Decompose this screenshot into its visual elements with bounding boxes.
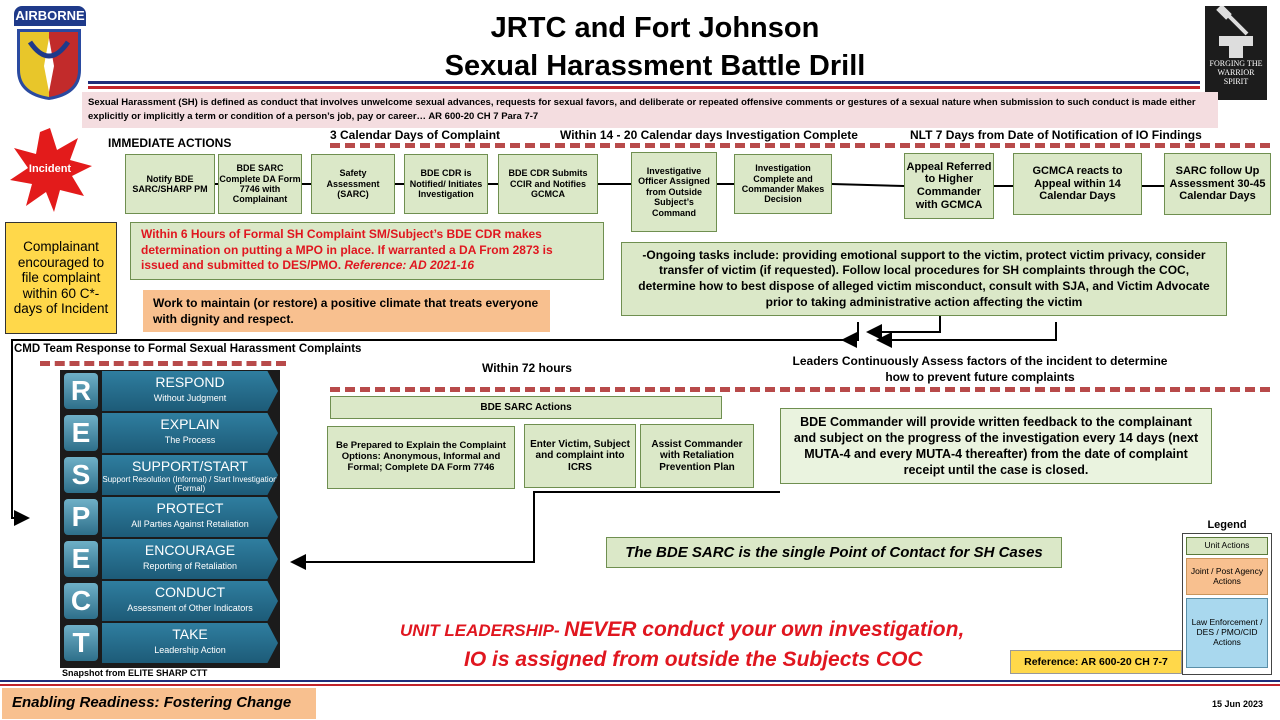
- immediate-actions-label: IMMEDIATE ACTIONS: [108, 136, 232, 150]
- respect-sub: Without Judgment: [153, 393, 227, 403]
- step-io-assigned: Investigative Officer Assigned from Outs…: [631, 152, 717, 232]
- airborne-tab: AIRBORNE: [14, 6, 86, 26]
- respect-row-encourage: E ENCOURAGE Reporting of Retaliation: [60, 539, 280, 579]
- unit-leadership-warning-line1: UNIT LEADERSHIP- NEVER conduct your own …: [400, 618, 964, 642]
- respect-letter: E: [64, 541, 98, 577]
- respect-letter: C: [64, 583, 98, 619]
- respect-word: TAKE: [172, 626, 208, 642]
- bde-sarc-actions-header: BDE SARC Actions: [330, 396, 722, 419]
- unit-patch-icon: [15, 27, 83, 102]
- respect-word: RESPOND: [155, 374, 225, 390]
- incident-starburst-icon: [10, 128, 92, 212]
- unit-leadership-prefix: UNIT LEADERSHIP-: [400, 621, 560, 640]
- positive-climate-box: Work to maintain (or restore) a positive…: [143, 290, 550, 332]
- legend-unit-actions: Unit Actions: [1186, 537, 1268, 555]
- step-bde-cdr-notified: BDE CDR is Notified/ Initiates Investiga…: [404, 154, 488, 214]
- step-gcmca-reacts: GCMCA reacts to Appeal within 14 Calenda…: [1013, 153, 1142, 215]
- commander-feedback-box: BDE Commander will provide written feedb…: [780, 408, 1212, 484]
- respect-word: CONDUCT: [155, 584, 225, 600]
- snapshot-caption: Snapshot from ELITE SHARP CTT: [62, 668, 208, 678]
- ongoing-tasks-box: -Ongoing tasks include: providing emotio…: [621, 242, 1227, 316]
- page-title-line1: JRTC and Fort Johnson: [490, 12, 820, 44]
- respect-sub: Leadership Action: [154, 645, 226, 655]
- timeline-dash-top: [330, 143, 1270, 148]
- respect-band: ENCOURAGE Reporting of Retaliation: [102, 539, 278, 579]
- respect-word: PROTECT: [156, 500, 224, 516]
- incident-label: Incident: [28, 163, 72, 175]
- respect-row-take: T TAKE Leadership Action: [60, 623, 280, 663]
- footer-date: 15 Jun 2023: [1212, 699, 1264, 709]
- respect-row-protect: P PROTECT All Parties Against Retaliation: [60, 497, 280, 537]
- respect-word: ENCOURAGE: [144, 542, 236, 558]
- step-sarc-follow-up: SARC follow Up Assessment 30-45 Calendar…: [1164, 153, 1271, 215]
- timeline-nlt-7-days: NLT 7 Days from Date of Notification of …: [910, 128, 1202, 142]
- within-6-hours-reference: Reference: AD 2021-16: [344, 258, 474, 273]
- step-investigation-complete: Investigation Complete and Commander Mak…: [734, 154, 832, 214]
- leaders-assess-label: Leaders Continuously Assess factors of t…: [792, 354, 1168, 384]
- cmd-team-dash: [40, 361, 286, 366]
- respect-band: EXPLAIN The Process: [102, 413, 278, 453]
- respect-sub: All Parties Against Retaliation: [131, 519, 249, 529]
- respect-row-explain: E EXPLAIN The Process: [60, 413, 280, 453]
- footer-rule-red: [0, 684, 1280, 686]
- respect-sub: Reporting of Retaliation: [142, 561, 238, 571]
- timeline-14-20-days: Within 14 - 20 Calendar days Investigati…: [560, 128, 858, 142]
- respect-row-conduct: C CONDUCT Assessment of Other Indicators: [60, 581, 280, 621]
- reference-box: Reference: AR 600-20 CH 7-7: [1010, 650, 1182, 674]
- respect-sub: The Process: [164, 435, 216, 445]
- sarc-poc-box: The BDE SARC is the single Point of Cont…: [606, 537, 1062, 568]
- step-notify-sarc: Notify BDE SARC/SHARP PM: [125, 154, 215, 214]
- unit-leadership-never: NEVER conduct your own investigation,: [564, 618, 965, 641]
- legend-law-enforcement-actions: Law Enforcement / DES / PMO/CID Actions: [1186, 598, 1268, 668]
- respect-band: PROTECT All Parties Against Retaliation: [102, 497, 278, 537]
- airborne-logo: AIRBORNE: [10, 6, 88, 102]
- complainant-box: Complainant encouraged to file complaint…: [5, 222, 117, 334]
- within-6-hours-text: Within 6 Hours of Formal SH Complaint SM…: [141, 227, 553, 273]
- respect-band: CONDUCT Assessment of Other Indicators: [102, 581, 278, 621]
- step-safety-assessment: Safety Assessment (SARC): [311, 154, 395, 214]
- sarc-enter-icrs: Enter Victim, Subject and complaint into…: [524, 424, 636, 488]
- respect-letter: R: [64, 373, 98, 409]
- within-72-hours-label: Within 72 hours: [482, 361, 572, 375]
- respect-sub: Assessment of Other Indicators: [127, 603, 253, 613]
- cmd-team-label: CMD Team Response to Formal Sexual Haras…: [14, 343, 362, 355]
- respect-letter: T: [64, 625, 98, 661]
- footer-slogan: Enabling Readiness: Fostering Change: [2, 688, 316, 719]
- respect-letter: P: [64, 499, 98, 535]
- step-appeal-referred: Appeal Referred to Higher Commander with…: [904, 153, 994, 219]
- warrior-spirit-logo: FORGING THE WARRIOR SPIRIT: [1205, 4, 1267, 100]
- sarc-explain-options: Be Prepared to Explain the Complaint Opt…: [327, 426, 515, 489]
- respect-row-respond: R RESPOND Without Judgment: [60, 371, 280, 411]
- respect-band: RESPOND Without Judgment: [102, 371, 278, 411]
- respect-word: EXPLAIN: [160, 416, 220, 432]
- unit-leadership-warning-line2: IO is assigned from outside the Subjects…: [464, 648, 923, 671]
- footer-rule-blue: [0, 680, 1280, 682]
- legend-joint-post-actions: Joint / Post Agency Actions: [1186, 558, 1268, 595]
- legend-title: Legend: [1207, 519, 1247, 531]
- sarc-dash: [330, 387, 1270, 392]
- respect-band: TAKE Leadership Action: [102, 623, 278, 663]
- anvil-hammer-icon: [1216, 4, 1253, 58]
- timeline-3-days: 3 Calendar Days of Complaint: [330, 128, 501, 142]
- step-submit-ccir: BDE CDR Submits CCIR and Notifies GCMCA: [498, 154, 598, 214]
- respect-letter: S: [64, 457, 98, 493]
- respect-sub: Support Resolution (Informal) / Start In…: [102, 475, 278, 493]
- respect-word: SUPPORT/START: [132, 458, 248, 474]
- sarc-retaliation-plan: Assist Commander with Retaliation Preven…: [640, 424, 754, 488]
- page-title-line2: Sexual Harassment Battle Drill: [444, 50, 866, 82]
- respect-letter: E: [64, 415, 98, 451]
- header-rule-red: [88, 86, 1200, 89]
- within-6-hours-box: Within 6 Hours of Formal SH Complaint SM…: [130, 222, 604, 280]
- warrior-spirit-text: FORGING THE WARRIOR SPIRIT: [1209, 59, 1263, 86]
- step-complete-da7746: BDE SARC Complete DA Form 7746 with Comp…: [218, 154, 302, 214]
- sh-definition: Sexual Harassment (SH) is defined as con…: [82, 92, 1218, 128]
- header-rule-blue: [88, 81, 1200, 84]
